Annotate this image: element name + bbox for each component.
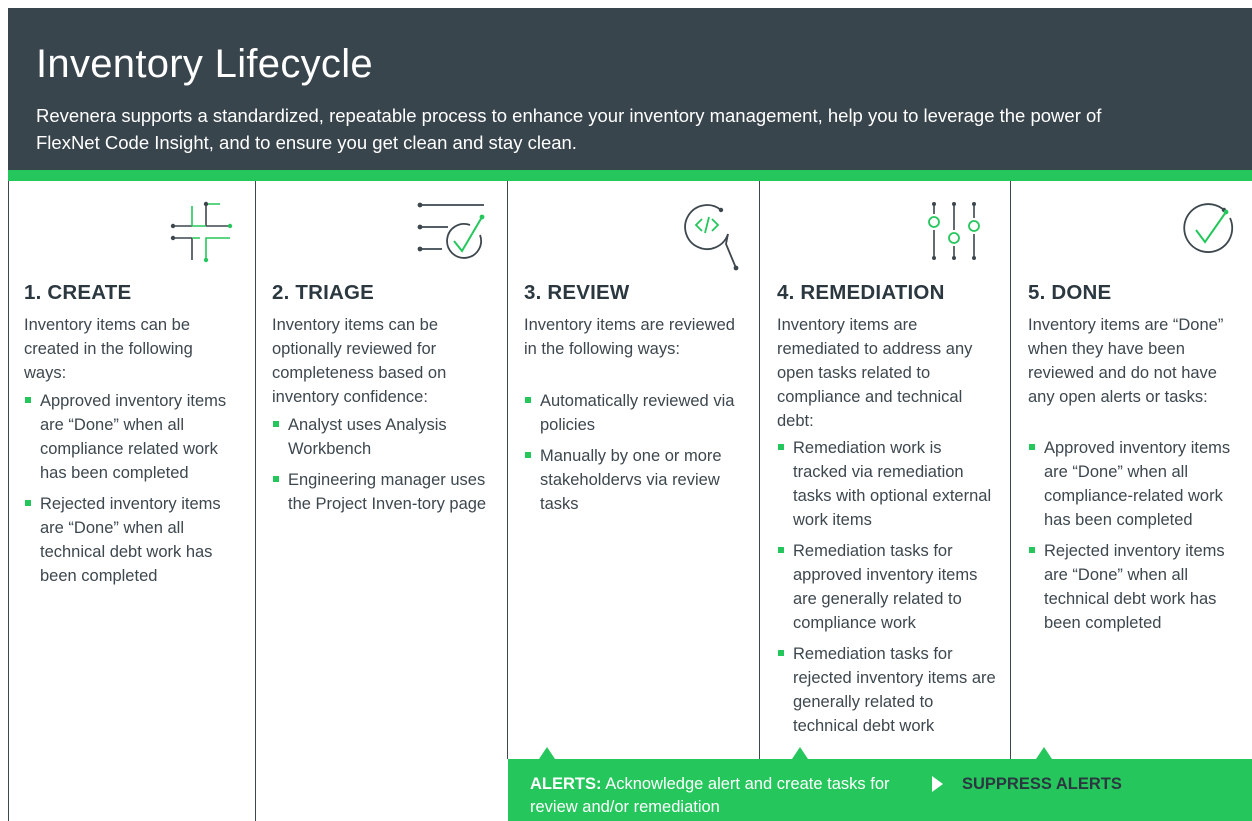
alerts-caret bbox=[792, 747, 808, 759]
column-divider bbox=[1010, 181, 1011, 759]
alerts-description: Acknowledge alert and create tasks for r… bbox=[530, 775, 890, 816]
list-item: Rejected inventory items are “Done” when… bbox=[24, 492, 240, 588]
step-bullets: Automatically reviewed via policies Manu… bbox=[524, 389, 742, 523]
circle-check-icon bbox=[1183, 203, 1234, 253]
step-intro: Inventory items are remediated to addres… bbox=[777, 316, 973, 430]
alerts-band bbox=[508, 759, 1252, 821]
column-divider bbox=[255, 181, 256, 821]
sliders-icon bbox=[928, 202, 980, 260]
list-item: Engineering manager uses the Project Inv… bbox=[272, 468, 490, 516]
step-title: 1. CREATE bbox=[24, 281, 132, 304]
list-item: Remediation tasks for approved inventory… bbox=[777, 539, 999, 635]
alerts-caret bbox=[539, 747, 555, 759]
step-title: 3. REVIEW bbox=[524, 281, 630, 304]
step-title: 5. DONE bbox=[1028, 281, 1112, 304]
plus-connector-icon bbox=[170, 201, 233, 263]
column-divider bbox=[507, 181, 508, 759]
column-divider bbox=[8, 181, 9, 821]
header-accent-rule bbox=[8, 170, 1252, 181]
step-bullets: Approved inventory items are “Done” when… bbox=[1028, 436, 1250, 642]
list-item: Manually by one or more stakeholdervs vi… bbox=[524, 444, 742, 516]
alerts-text: ALERTS: Acknowledge alert and create tas… bbox=[530, 773, 930, 819]
list-item: Approved inventory items are “Done” when… bbox=[24, 389, 240, 485]
step-bullets: Approved inventory items are “Done” when… bbox=[24, 389, 240, 595]
list-item: Remediation tasks for rejected inventory… bbox=[777, 642, 999, 738]
step-title: 4. REMEDIATION bbox=[777, 281, 945, 304]
list-item: Analyst uses Analysis Workbench bbox=[272, 413, 490, 461]
alerts-label: ALERTS: bbox=[530, 775, 602, 793]
step-intro: Inventory items can be optionally review… bbox=[272, 316, 447, 406]
list-item: Rejected inventory items are “Done” when… bbox=[1028, 539, 1250, 635]
alerts-caret bbox=[1036, 747, 1052, 759]
list-item: Automatically reviewed via policies bbox=[524, 389, 742, 437]
suppress-alerts-label: SUPPRESS ALERTS bbox=[962, 775, 1122, 793]
step-intro: Inventory items are reviewed in the foll… bbox=[524, 316, 735, 358]
arrow-right-icon bbox=[932, 776, 943, 792]
step-title: 2. TRIAGE bbox=[272, 281, 375, 304]
code-magnifier-icon bbox=[684, 204, 739, 271]
step-intro: Inventory items can be created in the fo… bbox=[24, 316, 193, 382]
list-item: Remediation work is tracked via remediat… bbox=[777, 436, 999, 532]
step-intro: Inventory items are “Done” when they hav… bbox=[1028, 316, 1224, 406]
step-bullets: Remediation work is tracked via remediat… bbox=[777, 436, 999, 745]
column-divider bbox=[759, 181, 760, 759]
page-title: Inventory Lifecycle bbox=[36, 42, 373, 86]
list-check-icon bbox=[417, 202, 485, 259]
page-subtitle: Revenera supports a standardized, repeat… bbox=[36, 105, 1102, 153]
page-header: Inventory Lifecycle Revenera supports a … bbox=[8, 8, 1252, 170]
list-item: Approved inventory items are “Done” when… bbox=[1028, 436, 1250, 532]
step-bullets: Analyst uses Analysis Workbench Engineer… bbox=[272, 413, 490, 523]
